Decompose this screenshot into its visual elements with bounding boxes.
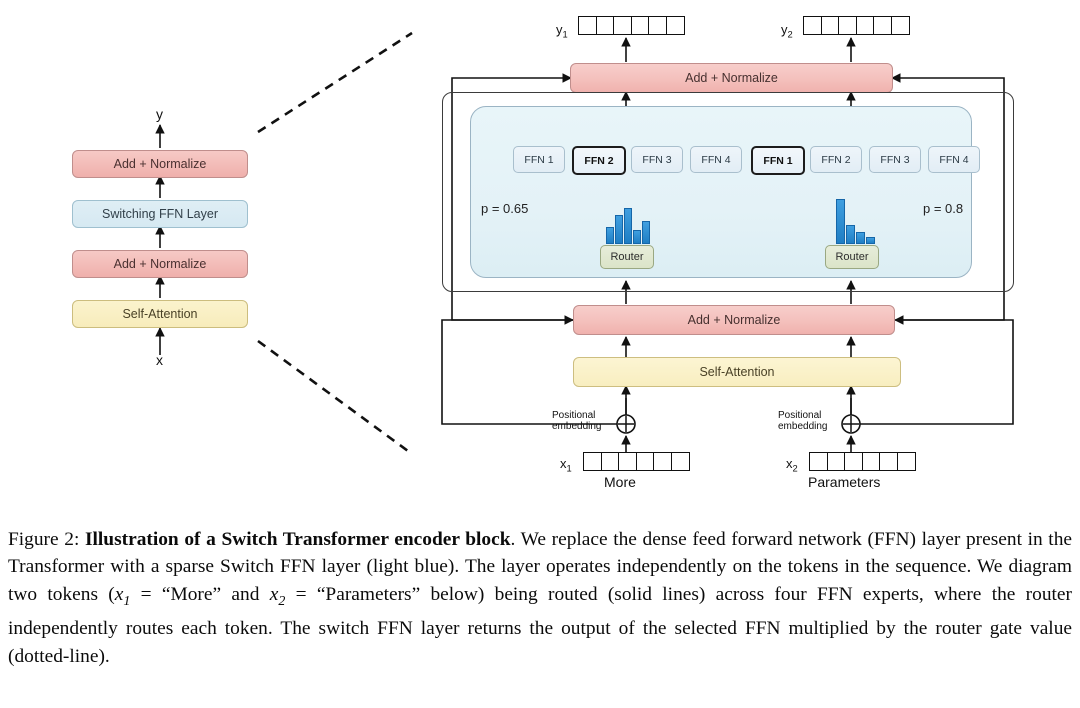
figure-caption: Figure 2: Illustration of a Switch Trans… — [8, 526, 1072, 670]
token-cell — [666, 16, 686, 35]
output-token-2-sub: 2 — [787, 29, 793, 40]
positional-embedding-line2: embedding — [778, 421, 828, 432]
token-cell — [595, 16, 615, 35]
output-token-2-name: y — [781, 22, 788, 37]
input-token-1-word: More — [604, 474, 636, 490]
output-token-1-cells — [578, 16, 686, 35]
token-cell — [897, 452, 917, 471]
token-cell — [809, 452, 828, 471]
histogram-bar — [642, 221, 650, 244]
output-token-2-label: y2 — [781, 22, 793, 40]
expert-box-ffn-3-token2[interactable]: FFN 3 — [869, 146, 921, 173]
expert-box-ffn-1-token2[interactable]: FFN 1 — [751, 146, 805, 175]
top-add-normalize[interactable]: Add + Normalize — [570, 63, 893, 93]
caption-x1: x — [114, 583, 124, 605]
token-cell — [873, 16, 893, 35]
caption-x1-sub: 1 — [123, 593, 131, 609]
histogram-bar — [866, 237, 875, 244]
histogram-bar — [633, 230, 641, 244]
token-cell — [635, 452, 655, 471]
router-token2[interactable]: Router — [825, 245, 879, 269]
self-attention-block[interactable]: Self-Attention — [573, 357, 901, 387]
input-token-2-word: Parameters — [808, 474, 881, 490]
token-cell — [648, 16, 668, 35]
caption-part-2: = “More” and — [130, 583, 270, 605]
histogram-bar — [856, 232, 865, 244]
token-cell — [803, 16, 822, 35]
histogram-bar — [836, 199, 845, 244]
router-token1[interactable]: Router — [600, 245, 654, 269]
token-cell — [653, 452, 673, 471]
token-cell — [838, 16, 858, 35]
output-token-2-cells — [803, 16, 911, 35]
left-block-switching-ffn-layer[interactable]: Switching FFN Layer — [72, 200, 248, 228]
token-cell — [583, 452, 602, 471]
token-cell — [844, 452, 864, 471]
figure-title: Illustration of a Switch Transformer enc… — [84, 529, 511, 550]
input-token-1-name: x — [560, 456, 567, 471]
bottom-add-normalize[interactable]: Add + Normalize — [573, 305, 895, 335]
output-token-1-label: y1 — [556, 22, 568, 40]
histogram-bar — [624, 208, 632, 244]
input-token-2-sub: 2 — [792, 463, 798, 474]
token-cell — [630, 16, 650, 35]
left-block-self-attention[interactable]: Self-Attention — [72, 300, 248, 328]
expert-box-ffn-4-token2[interactable]: FFN 4 — [928, 146, 980, 173]
left-block-add-normalize-bottom[interactable]: Add + Normalize — [72, 250, 248, 278]
router-histogram-token2 — [836, 199, 875, 244]
output-token-1-name: y — [556, 22, 563, 37]
positional-embedding-line1: Positional — [552, 410, 596, 421]
token-cell — [671, 452, 691, 471]
token-cell — [600, 452, 620, 471]
left-block-add-normalize-top[interactable]: Add + Normalize — [72, 150, 248, 178]
expert-box-ffn-2-token1[interactable]: FFN 2 — [572, 146, 626, 175]
positional-embedding-label-2: Positional embedding — [778, 410, 827, 432]
expert-box-ffn-3-token1[interactable]: FFN 3 — [631, 146, 683, 173]
token-cell — [613, 16, 633, 35]
left-output-label: y — [156, 106, 163, 122]
caption-part-3: = “Parameters” below) being routed (soli… — [8, 583, 1072, 667]
input-token-1-cells — [583, 452, 691, 471]
token-cell — [879, 452, 899, 471]
token-cell — [618, 452, 638, 471]
expert-box-ffn-4-token1[interactable]: FFN 4 — [690, 146, 742, 173]
left-input-label: x — [156, 352, 163, 368]
positional-embedding-line1: Positional — [778, 410, 822, 421]
gate-probability-token1: p = 0.65 — [481, 201, 529, 216]
input-token-2-cells — [809, 452, 917, 471]
switch-ffn-layer-container — [470, 106, 972, 278]
gate-probability-token2: p = 0.8 — [923, 201, 964, 216]
caption-x2: x — [269, 583, 279, 605]
histogram-bar — [606, 227, 614, 244]
positional-embedding-line2: embedding — [552, 421, 602, 432]
positional-embedding-label-1: Positional embedding — [552, 410, 601, 432]
expert-box-ffn-1-token1[interactable]: FFN 1 — [513, 146, 565, 173]
figure-number: Figure 2: — [8, 529, 80, 550]
token-cell — [578, 16, 597, 35]
encoder-block-frame — [442, 92, 1014, 292]
output-token-1-sub: 1 — [562, 29, 568, 40]
token-cell — [861, 452, 881, 471]
token-cell — [820, 16, 840, 35]
histogram-bar — [846, 225, 855, 244]
expert-box-ffn-2-token2[interactable]: FFN 2 — [810, 146, 862, 173]
token-cell — [855, 16, 875, 35]
input-token-2-name: x — [786, 456, 793, 471]
token-cell — [891, 16, 911, 35]
token-cell — [826, 452, 846, 471]
caption-part-1: . We replace the dense feed forward netw… — [8, 529, 1072, 605]
router-histogram-token1 — [606, 208, 650, 244]
caption-x2-sub: 2 — [278, 593, 286, 609]
histogram-bar — [615, 215, 623, 244]
input-token-1-label: x1 — [560, 456, 572, 474]
input-token-2-label: x2 — [786, 456, 798, 474]
input-token-1-sub: 1 — [566, 463, 572, 474]
